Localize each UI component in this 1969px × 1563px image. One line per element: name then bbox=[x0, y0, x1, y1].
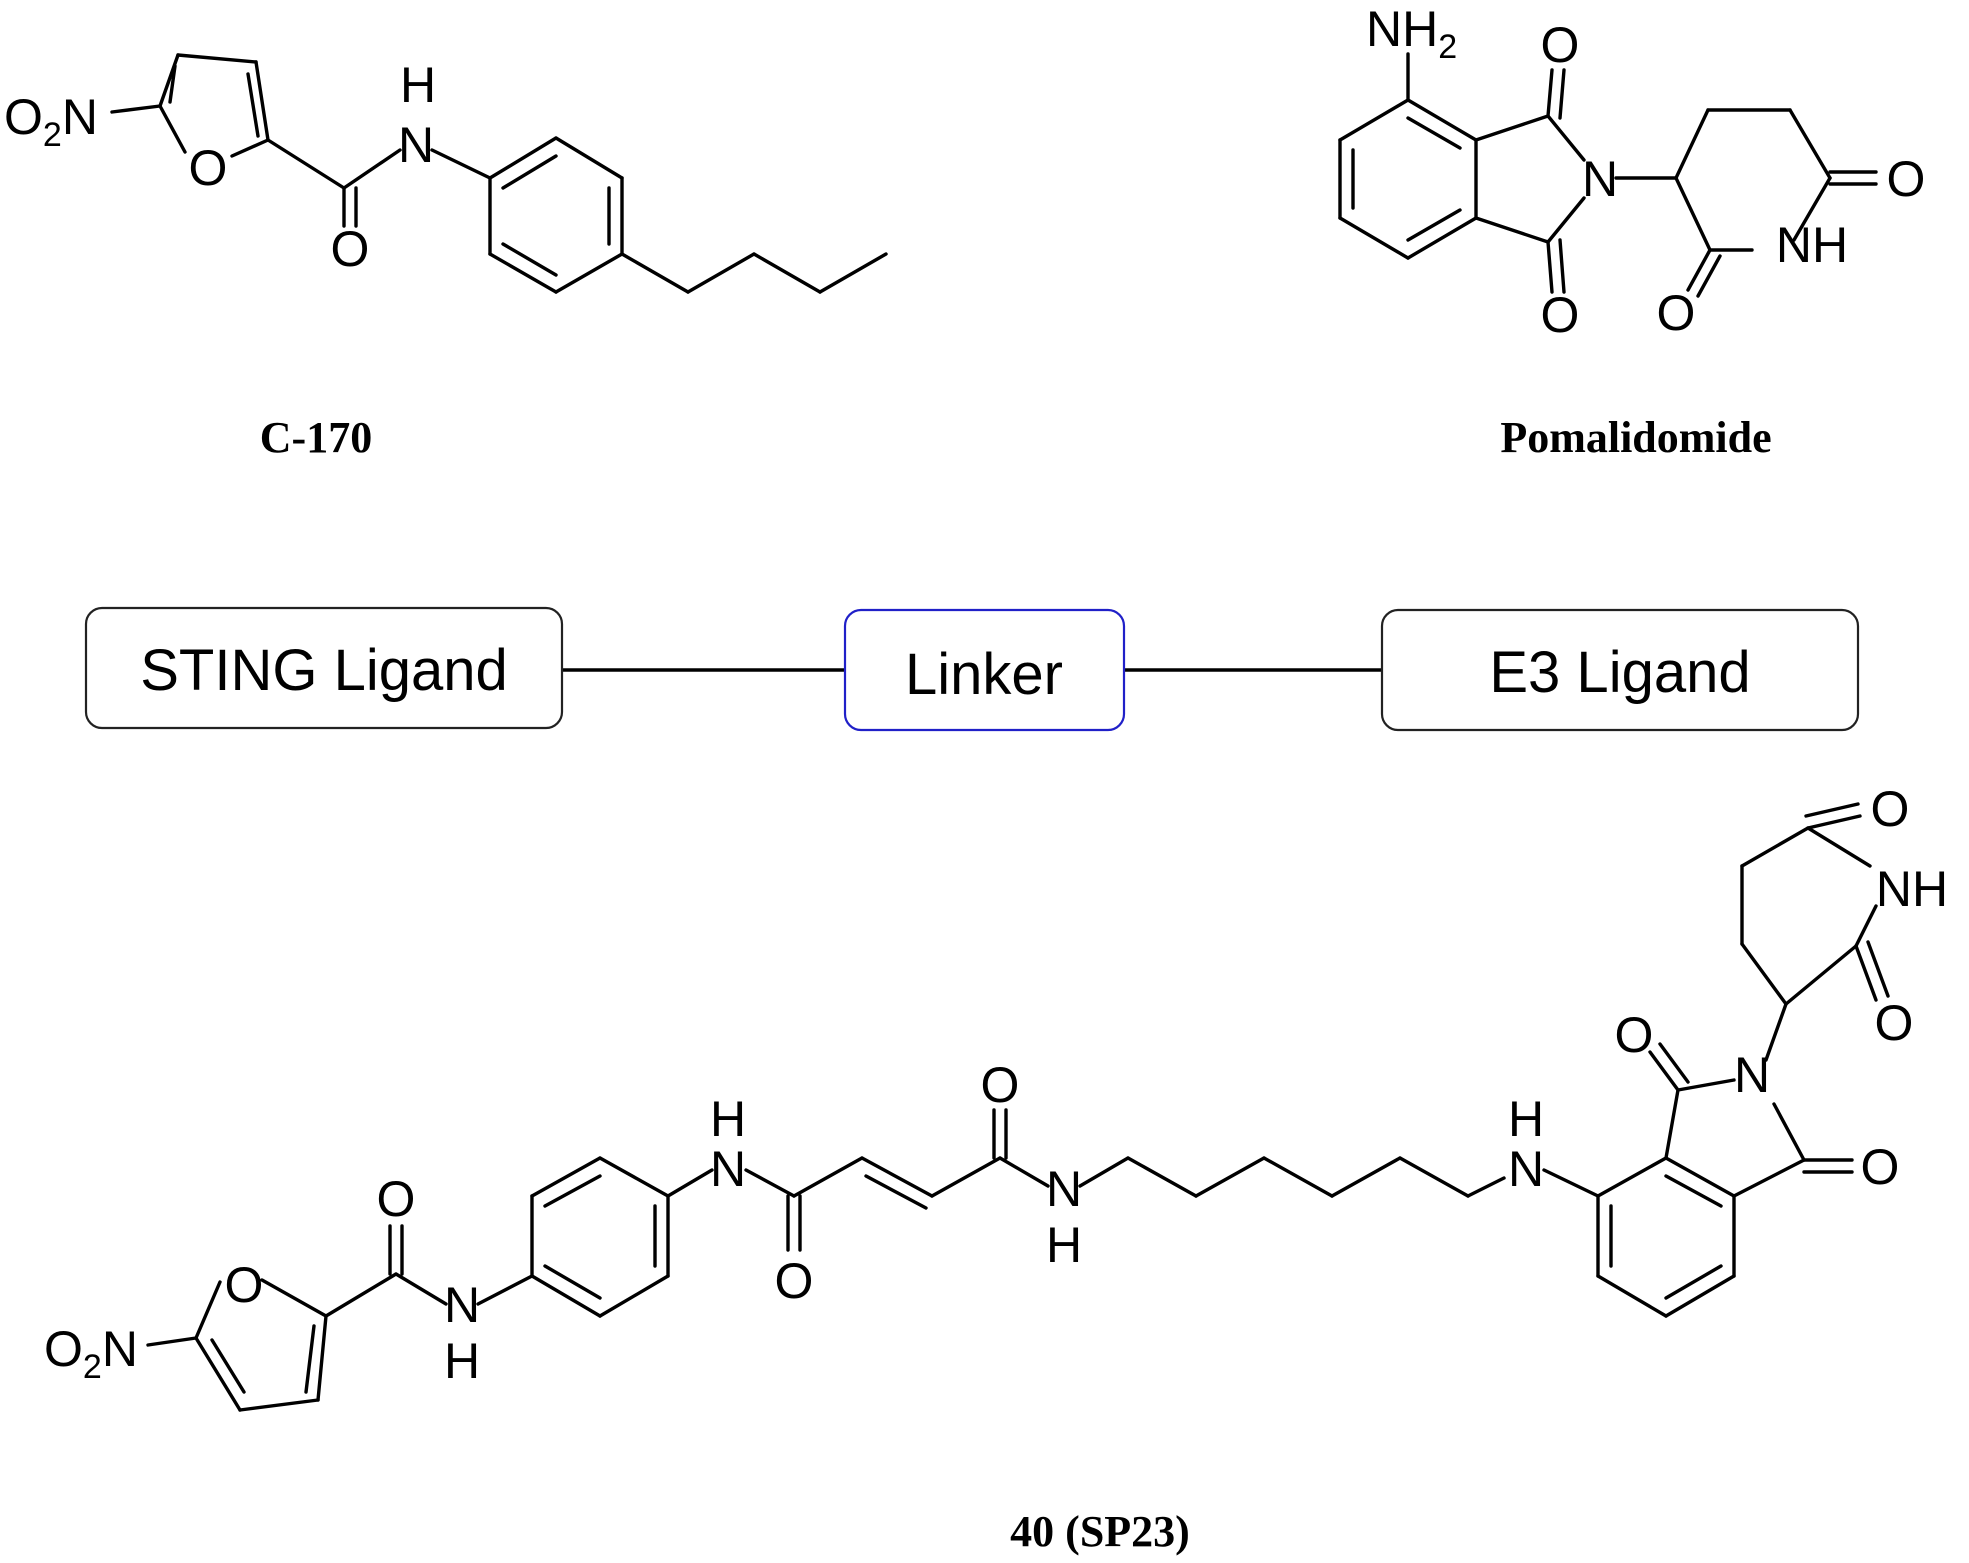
pomalidomide-nh2-group: NH2 bbox=[1366, 1, 1457, 66]
sp23-bonds bbox=[146, 802, 1890, 1412]
protac-scheme: STING Ligand Linker E3 Ligand bbox=[84, 606, 1860, 732]
e3-ligand-label: E3 Ligand bbox=[1489, 640, 1750, 705]
sting-ligand-label: STING Ligand bbox=[140, 638, 508, 703]
c170-amide-hydrogen: H bbox=[400, 57, 436, 113]
pomalidomide-glutarimide-oxygen-right: O bbox=[1887, 151, 1926, 207]
e3-ligand-box bbox=[1380, 608, 1860, 732]
sp23-third-carbonyl-oxygen: O bbox=[981, 1057, 1020, 1113]
sp23-first-amide-nitrogen: N bbox=[444, 1277, 480, 1333]
sting-ligand-box bbox=[84, 606, 564, 730]
c170-o2n-group: O2N bbox=[4, 89, 98, 154]
sp23-third-amide-nitrogen: N bbox=[1046, 1161, 1082, 1217]
sp23-imide-nitrogen: N bbox=[1734, 1047, 1770, 1103]
sp23-o2n-group: O2N bbox=[44, 1321, 138, 1386]
sp23-upper-imide-oxygen: O bbox=[1615, 1007, 1654, 1063]
sp23-first-amide-hydrogen: H bbox=[444, 1333, 480, 1389]
sp23-caption: 40 (SP23) bbox=[1010, 1507, 1190, 1556]
linker-label: Linker bbox=[905, 642, 1063, 707]
sp23-second-amide-hydrogen: H bbox=[710, 1091, 746, 1147]
structure-pomalidomide: NH2 O O N O NH O Pomalidomide bbox=[1338, 1, 1926, 462]
pomalidomide-bonds bbox=[1338, 52, 1878, 298]
structure-c170: O2N O O N H C-170 bbox=[4, 53, 888, 462]
c170-amide-nitrogen: N bbox=[398, 117, 434, 173]
pomalidomide-glutarimide-nh: NH bbox=[1776, 217, 1848, 273]
sp23-third-amide-hydrogen: H bbox=[1046, 1217, 1082, 1273]
sp23-glutarimide-top-oxygen: O bbox=[1871, 781, 1910, 837]
c170-carbonyl-oxygen: O bbox=[331, 221, 370, 277]
pomalidomide-imide-nitrogen: N bbox=[1582, 151, 1618, 207]
pomalidomide-caption: Pomalidomide bbox=[1500, 413, 1771, 462]
sp23-aniline-hydrogen: H bbox=[1508, 1091, 1544, 1147]
linker-box bbox=[843, 608, 1126, 732]
c170-caption: C-170 bbox=[260, 413, 372, 462]
sp23-glutarimide-nh: NH bbox=[1876, 861, 1948, 917]
pomalidomide-lower-imide-oxygen: O bbox=[1541, 287, 1580, 343]
c170-bonds bbox=[110, 53, 888, 294]
sp23-second-carbonyl-oxygen: O bbox=[775, 1253, 814, 1309]
sp23-lower-imide-oxygen: O bbox=[1861, 1139, 1900, 1195]
sp23-first-carbonyl-oxygen: O bbox=[377, 1171, 416, 1227]
sp23-furan-oxygen: O bbox=[225, 1257, 264, 1313]
sp23-glutarimide-bottom-oxygen: O bbox=[1875, 995, 1914, 1051]
c170-furan-oxygen: O bbox=[189, 140, 228, 196]
structure-sp23: O2N O O N H H N O O N H H N O N O O NH O… bbox=[44, 781, 1948, 1556]
pomalidomide-upper-imide-oxygen: O bbox=[1541, 17, 1580, 73]
pomalidomide-glutarimide-oxygen-lower: O bbox=[1657, 285, 1696, 341]
sp23-aniline-nitrogen: N bbox=[1508, 1141, 1544, 1197]
sp23-second-amide-nitrogen: N bbox=[710, 1141, 746, 1197]
